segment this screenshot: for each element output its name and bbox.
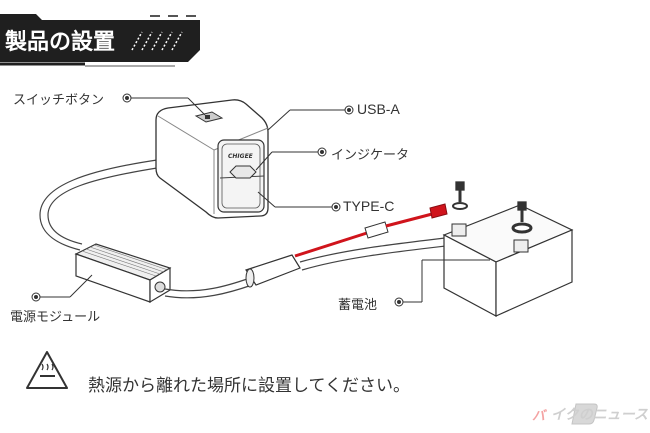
power-module	[74, 243, 172, 304]
callout-power-module: 電源モジュール	[10, 310, 101, 325]
warning-text: 熱源から離れた場所に設置してください。	[88, 376, 410, 396]
battery	[442, 181, 574, 318]
slash-decoration	[131, 31, 183, 51]
section-header: 製品の設置	[0, 0, 220, 70]
watermark-logo-icon	[571, 403, 598, 425]
callout-switch-button: スイッチボタン	[13, 93, 105, 108]
watermark-logo-glyph: バ	[532, 409, 546, 424]
watermark-text: イクのニュース	[551, 407, 649, 423]
callout-lines	[40, 97, 490, 303]
callout-usb-a: USB-A	[357, 101, 400, 117]
callout-indicator: インジケータ	[331, 148, 410, 163]
hot-surface-warning-icon	[26, 351, 68, 389]
page-title: 製品の設置	[5, 30, 116, 55]
device-brand-logo: CHIGEE	[228, 153, 254, 160]
header-banner-shape	[0, 14, 200, 67]
cable-splitter	[245, 254, 301, 288]
usb-cable	[39, 159, 158, 251]
chigee-device	[155, 99, 269, 219]
positive-wire	[294, 203, 448, 258]
callout-dots	[31, 93, 404, 307]
callout-type-c: TYPE-C	[343, 198, 395, 214]
callout-battery: 蓄電池	[338, 298, 378, 313]
